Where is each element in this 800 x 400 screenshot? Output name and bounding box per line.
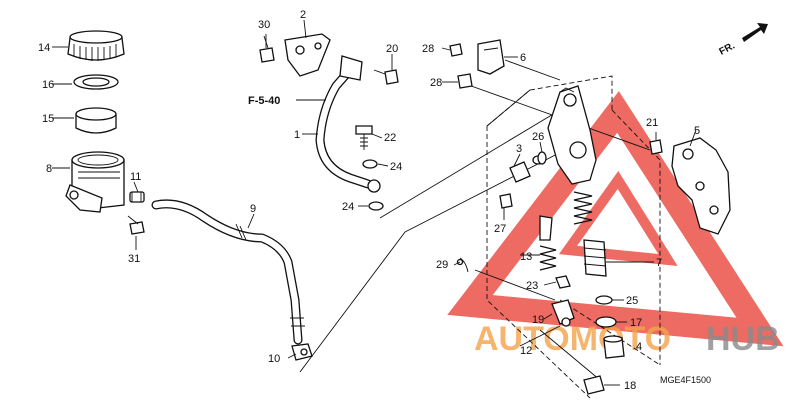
hose-clip-11 — [129, 191, 145, 203]
callout-20: 20 — [386, 43, 398, 55]
callout-10: 10 — [268, 353, 280, 365]
pushrod-13 — [539, 215, 557, 271]
callout-24-upper: 24 — [390, 161, 402, 173]
reservoir-cap — [67, 30, 125, 61]
bolt-28-lower — [457, 73, 473, 89]
callout-24-lower: 24 — [342, 201, 354, 213]
callout-19: 19 — [532, 314, 544, 326]
master-cylinder-body — [547, 85, 597, 185]
callout-27: 27 — [494, 223, 506, 235]
callout-17: 17 — [630, 317, 642, 329]
joint-pin-18 — [583, 375, 605, 395]
callout-21: 21 — [646, 117, 658, 129]
callout-28-upper: 28 — [422, 43, 434, 55]
bolt-20 — [373, 69, 399, 85]
hose-clip-10 — [291, 343, 313, 361]
callout-15: 15 — [42, 113, 54, 125]
callout-8: 8 — [46, 163, 52, 175]
watermark-text-automoto: AUTOMOTO — [474, 320, 671, 358]
clamp-bracket-6 — [477, 39, 505, 75]
callout-28-lower: 28 — [430, 77, 442, 89]
callout-31: 31 — [128, 253, 140, 265]
callout-23: 23 — [526, 280, 538, 292]
o-ring-26 — [537, 151, 547, 165]
washer-24-upper — [362, 159, 378, 169]
callout-26: 26 — [532, 131, 544, 143]
callout-30: 30 — [258, 19, 270, 31]
callout-14: 14 — [38, 42, 50, 54]
piston-spring-7 — [583, 239, 607, 277]
nut-23 — [555, 275, 571, 289]
callout-6: 6 — [520, 52, 526, 64]
callout-22: 22 — [384, 132, 396, 144]
callout-leaders — [52, 19, 697, 386]
reference-label: F-5-40 — [248, 95, 280, 107]
boot-19 — [551, 299, 575, 327]
callout-29: 29 — [436, 259, 448, 271]
reservoir-body — [65, 151, 125, 213]
callout-numbers: 14 16 15 8 11 31 9 10 30 2 20 1 22 24 24… — [38, 9, 700, 392]
reservoir-hose — [151, 199, 305, 345]
washer-25 — [595, 295, 613, 305]
cotter-pin-29 — [456, 257, 469, 273]
brake-hose — [315, 55, 373, 189]
diaphragm — [75, 107, 117, 134]
callout-25: 25 — [626, 295, 638, 307]
bolt-22 — [355, 125, 373, 150]
drawing-code: MGE4F1500 — [660, 375, 711, 385]
bolt-21 — [649, 139, 663, 155]
callout-16: 16 — [42, 79, 54, 91]
callout-18: 18 — [624, 380, 636, 392]
callout-9: 9 — [250, 203, 256, 215]
screw-27 — [499, 193, 513, 209]
front-direction-label: FR. — [718, 40, 738, 57]
callout-5: 5 — [694, 125, 700, 137]
callout-3: 3 — [516, 143, 522, 155]
watermark-text-hub: HUB — [706, 320, 780, 358]
callout-2: 2 — [300, 9, 306, 21]
callout-11: 11 — [130, 171, 141, 183]
banjo-fitting — [367, 179, 381, 193]
washer-24-lower — [368, 201, 384, 211]
screw-31 — [127, 215, 145, 235]
watermark-logo: AUTOMOTO HUB — [447, 91, 784, 358]
callout-12: 12 — [520, 345, 532, 357]
front-direction-arrow: FR. — [718, 23, 768, 58]
callout-4: 4 — [636, 341, 642, 353]
callout-13: 13 — [520, 251, 532, 263]
diaphragm-plate — [73, 74, 119, 90]
piston-4 — [603, 335, 625, 359]
leader-lines — [299, 59, 661, 399]
bolt-30 — [259, 35, 275, 63]
footpeg-bracket-5 — [671, 137, 731, 235]
spring-upper — [573, 191, 593, 225]
circlip-17 — [595, 316, 617, 328]
callout-7: 7 — [656, 257, 662, 269]
callout-1: 1 — [294, 129, 300, 141]
hose-bracket-2 — [284, 33, 331, 77]
bolt-28-upper — [449, 43, 463, 57]
